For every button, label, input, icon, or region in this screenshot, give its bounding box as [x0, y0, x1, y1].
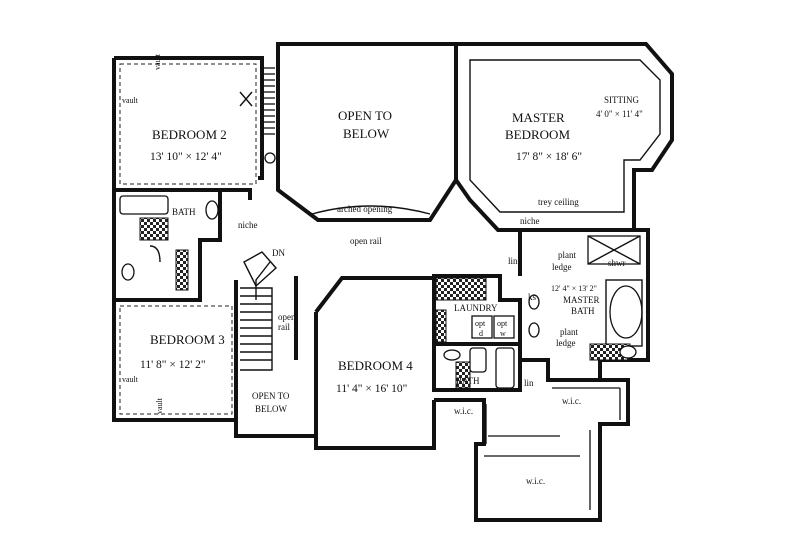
open-to-below-bottom: OPEN TO BELOW	[234, 312, 318, 438]
open-rail-label: open rail	[350, 236, 382, 246]
niche-label: niche	[520, 216, 540, 226]
bath-left: BATH niche	[112, 190, 258, 302]
master-bath-size: 12' 4" × 13' 2"	[551, 284, 597, 293]
bedroom-4-name: BEDROOM 4	[338, 358, 413, 373]
ledge-label: ledge	[552, 262, 572, 272]
bedroom-3-name: BEDROOM 3	[150, 332, 225, 347]
ks-label: ks	[528, 292, 537, 302]
bedroom-3-size: 11' 8" × 12' 2"	[140, 359, 206, 371]
master-line2: BEDROOM	[505, 127, 570, 142]
open-to-below-top: OPEN TO BELOW arched opening open rail	[276, 42, 458, 246]
wic-label: w.i.c.	[562, 396, 581, 406]
open-bottom-line1: OPEN TO	[252, 391, 290, 401]
arched-opening-label: arched opening	[337, 204, 393, 214]
open-label: open	[278, 312, 296, 322]
linen-label: lin	[508, 256, 518, 266]
vault-label: vault	[122, 375, 139, 384]
master-size: 17' 8" × 18' 6"	[516, 151, 582, 163]
bedroom-4: BEDROOM 4 11' 4" × 16' 10"	[314, 276, 436, 450]
ledge-label: ledge	[556, 338, 576, 348]
walk-in-closets: w.i.c. w.i.c. w.i.c.	[434, 358, 630, 522]
open-bottom-line2: BELOW	[255, 404, 287, 414]
bedroom-2: vault vault BEDROOM 2 13' 10" × 12' 4"	[112, 53, 276, 200]
down-label: DN	[272, 248, 285, 258]
sitting-name: SITTING	[604, 95, 639, 105]
bath-center: BATH lin	[432, 344, 534, 392]
master-bath: plant ledge shwr 12' 4" × 13' 2" ks MAST…	[508, 228, 650, 380]
vault-label: vault	[153, 53, 162, 70]
linen-label: lin	[524, 378, 534, 388]
laundry: LAUNDRY opt opt d w	[432, 274, 522, 346]
bath-label: BATH	[172, 207, 196, 217]
opt-label: opt	[475, 319, 486, 328]
vault-label: vault	[155, 397, 164, 414]
open-top-line2: BELOW	[343, 126, 390, 141]
washer-label: w	[500, 329, 506, 338]
master-line1: MASTER	[512, 110, 565, 125]
wic-label: w.i.c.	[454, 406, 473, 416]
bedroom-4-size: 11' 4" × 16' 10"	[336, 383, 407, 395]
closet-shelving	[261, 66, 275, 140]
bedroom-2-name: BEDROOM 2	[152, 127, 227, 142]
rail-label: rail	[278, 322, 290, 332]
wic-label: w.i.c.	[526, 476, 545, 486]
plant-label: plant	[558, 250, 576, 260]
sitting-size: 4' 0" × 11' 4"	[596, 109, 643, 119]
open-top-line1: OPEN TO	[338, 108, 392, 123]
stair: DN open rail	[240, 248, 298, 371]
master-bath-line2: BATH	[571, 306, 595, 316]
niche-label: niche	[238, 220, 258, 230]
bedroom-3: vault vault BEDROOM 3 11' 8" × 12' 2"	[112, 280, 238, 422]
vault-label: vault	[122, 96, 139, 105]
shower-label: shwr	[608, 258, 626, 268]
master-bedroom: MASTER BEDROOM 17' 8" × 18' 6" SITTING 4…	[454, 42, 674, 232]
opt-label: opt	[497, 319, 508, 328]
laundry-name: LAUNDRY	[454, 303, 498, 313]
plant-label: plant	[560, 327, 578, 337]
dryer-label: d	[479, 329, 483, 338]
master-bath-line1: MASTER	[563, 295, 600, 305]
bath-label: BATH	[456, 376, 480, 386]
trey-ceiling-label: trey ceiling	[538, 197, 579, 207]
bedroom-2-size: 13' 10" × 12' 4"	[150, 151, 222, 163]
